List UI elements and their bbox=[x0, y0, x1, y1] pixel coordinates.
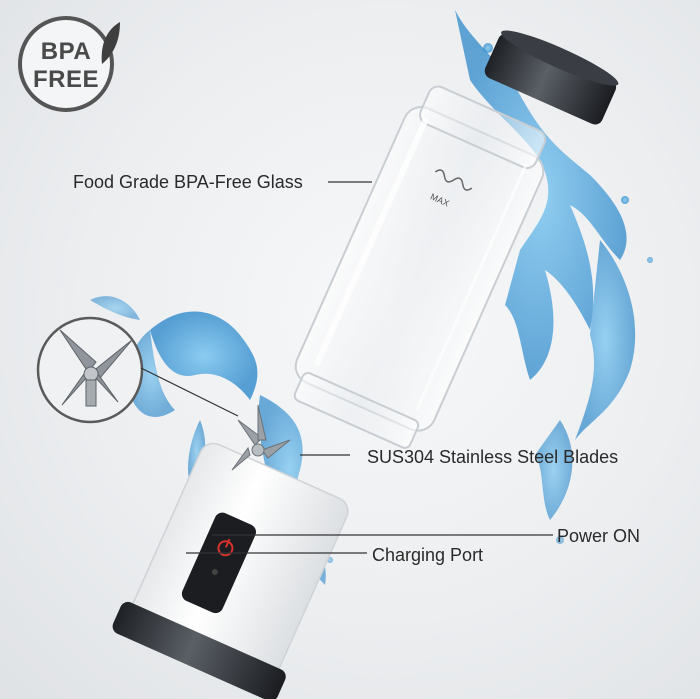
blades-callout: SUS304 Stainless Steel Blades bbox=[367, 447, 619, 467]
blade-closeup-inset bbox=[36, 316, 239, 424]
blender-base bbox=[112, 442, 349, 699]
charging-port-callout: Charging Port bbox=[372, 545, 484, 565]
leaf-icon bbox=[101, 22, 120, 64]
control-panel bbox=[181, 512, 256, 614]
callout-lines bbox=[186, 181, 553, 554]
badge-line1: BPA bbox=[40, 38, 92, 65]
glass-bottle bbox=[293, 85, 547, 449]
glass-callout: Food Grade BPA-Free Glass bbox=[73, 172, 303, 192]
charging-port-icon bbox=[211, 569, 218, 576]
power-callout: Power ON bbox=[557, 526, 641, 546]
bpa-free-badge: BPA FREE bbox=[18, 16, 114, 112]
badge-line2: FREE bbox=[32, 66, 99, 93]
blade-assembly bbox=[231, 404, 291, 471]
bottle-cap bbox=[484, 30, 619, 125]
